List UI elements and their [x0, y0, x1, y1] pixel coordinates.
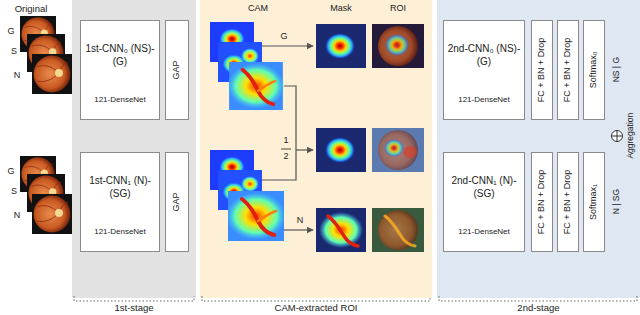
layer-label: FC + BN + Drop: [563, 170, 573, 235]
stage-bracket: [74, 296, 194, 301]
flow-arrow: [262, 45, 313, 46]
class-letter: N: [14, 211, 21, 221]
layer-label: Softmax₁: [589, 184, 599, 220]
softmax-box: Softmax₀: [583, 20, 605, 120]
class-letter: S: [11, 47, 17, 57]
stage-label: 2nd-stage: [517, 302, 559, 313]
cam-heatmap: [226, 191, 286, 241]
aggregation-symbol: [612, 131, 623, 142]
cam-heatmap: [227, 62, 285, 110]
cnn-box: 1st-CNN₀ (NS)-(G) 121-DenseNet: [80, 20, 160, 120]
column-header: Mask: [330, 4, 352, 14]
mask-image: [316, 208, 366, 252]
stage-panel-fill: [437, 0, 640, 298]
stage-label: CAM-extracted ROI: [275, 302, 358, 313]
cnn-box: 1st-CNN₁ (N)-(SG) 121-DenseNet: [80, 152, 160, 252]
arrow-label: N: [297, 216, 304, 226]
stage-panel-fill: [72, 0, 196, 298]
gap-box: GAP: [165, 152, 189, 252]
layer-label: FC + BN + Drop: [537, 38, 547, 103]
merge-line: [262, 86, 296, 180]
stage-panel: 2nd-stage2nd-CNN₀ (NS)-(G)121-DenseNetFC…: [437, 0, 640, 315]
layer-label: GAP: [172, 192, 182, 211]
arrow-label: G: [281, 32, 288, 42]
network-name: 1st-CNN₀ (NS)-(G): [84, 43, 156, 68]
backbone-name: 121-DenseNet: [458, 227, 510, 237]
fraction-bar: [281, 149, 291, 150]
class-letter: G: [8, 167, 15, 177]
layer-box: FC + BN + Drop: [531, 152, 553, 252]
gap-box: GAP: [165, 20, 189, 120]
stage-bracket: [439, 296, 637, 301]
cnn-box: 2nd-CNN₀ (NS)-(G) 121-DenseNet: [443, 20, 525, 120]
stage-panel-fill: [200, 0, 432, 298]
backbone-name: 121-DenseNet: [94, 227, 146, 237]
aggregation-label: Aggregation: [626, 113, 635, 159]
fraction-digit: 1: [284, 136, 289, 146]
flow-arrow: [284, 229, 313, 230]
roi-image: [372, 128, 424, 172]
layer-label: GAP: [172, 60, 182, 79]
output-label: NS | G: [612, 57, 621, 82]
backbone-name: 121-DenseNet: [458, 95, 510, 105]
stage-bracket: [202, 296, 430, 301]
layer-box: FC + BN + Drop: [531, 20, 553, 120]
column-header: CAM: [248, 4, 268, 14]
roi-image: [372, 24, 424, 68]
fundus-image: [32, 194, 72, 234]
layer-box: FC + BN + Drop: [557, 152, 579, 252]
layer-box: FC + BN + Drop: [557, 20, 579, 120]
class-letter: N: [14, 71, 21, 81]
column-header: ROI: [390, 4, 406, 14]
class-letter: G: [8, 27, 15, 37]
fraction-digit: 2: [284, 152, 289, 162]
layer-label: FC + BN + Drop: [563, 38, 573, 103]
aggregation-symbol: [612, 131, 623, 142]
softmax-box: Softmax₁: [583, 152, 605, 252]
fundus-image: [32, 54, 72, 94]
network-name: 2nd-CNN₀ (NS)-(G): [447, 43, 521, 68]
output-label: N | SG: [612, 189, 621, 214]
class-letter: S: [11, 187, 17, 197]
stage-label: 1st-stage: [114, 302, 153, 313]
mask-image: [316, 24, 366, 68]
cnn-box: 2nd-CNN₁ (N)-(SG) 121-DenseNet: [443, 152, 525, 252]
flow-arrow: [296, 149, 313, 150]
network-name: 1st-CNN₁ (N)-(SG): [84, 175, 156, 200]
backbone-name: 121-DenseNet: [94, 95, 146, 105]
stage-panel: CAM-extracted ROI: [200, 0, 432, 315]
stage-panel: 1st-stage1st-CNN₀ (NS)-(G)121-DenseNetGA…: [72, 0, 196, 315]
mask-image: [316, 128, 366, 172]
roi-image: [372, 208, 424, 252]
layer-label: Softmax₀: [589, 52, 599, 89]
layer-label: FC + BN + Drop: [537, 170, 547, 235]
aggregation-symbol: [612, 131, 623, 142]
image-caption: Original: [15, 4, 48, 14]
network-name: 2nd-CNN₁ (N)-(SG): [447, 175, 521, 200]
